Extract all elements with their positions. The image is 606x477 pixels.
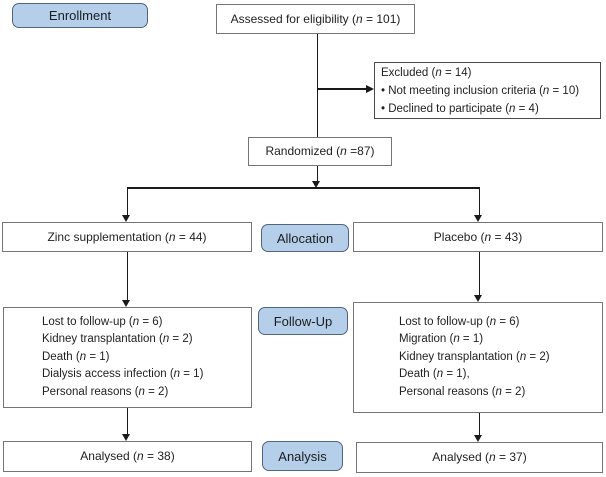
- analysed-left-box: Analysed (n = 38): [3, 441, 252, 472]
- randomized-label: Randomized (n =87): [265, 144, 375, 158]
- connector-zinc-followup: [126, 252, 128, 300]
- assessed-label: Assessed for eligibility (n = 101): [230, 11, 401, 26]
- arrowhead-excluded: [366, 84, 374, 93]
- followup-right-lines: Lost to follow-up (n = 6)Migration (n = …: [399, 315, 550, 398]
- enrollment-stage-badge: Enrollment: [12, 3, 148, 28]
- analysis-stage-label: Analysis: [278, 448, 327, 464]
- excluded-box: Excluded (n = 14)• Not meeting inclusion…: [374, 62, 601, 119]
- allocation-stage-badge: Allocation: [261, 224, 349, 252]
- followup-right-box: Lost to follow-up (n = 6)Migration (n = …: [353, 302, 603, 413]
- followup-left-lines: Lost to follow-up (n = 6)Kidney transpla…: [42, 315, 204, 398]
- arrowhead-zinc: [122, 215, 130, 222]
- followup-stage-label: Follow-Up: [273, 313, 333, 329]
- randomized-box: Randomized (n =87): [248, 137, 392, 166]
- arrowhead-branch-junction: [312, 181, 320, 188]
- connector-excluded: [317, 88, 366, 90]
- connector-followup-analysed-left: [126, 408, 128, 434]
- analysed-right-box: Analysed (n = 37): [356, 442, 603, 473]
- analysed-right-label: Analysed (n = 37): [432, 450, 527, 464]
- connector-branch-placebo: [478, 187, 480, 215]
- analysis-stage-badge: Analysis: [262, 441, 343, 471]
- connector-assessed-randomized: [316, 34, 318, 137]
- excluded-lines: Excluded (n = 14)• Not meeting inclusion…: [381, 66, 580, 115]
- arrowhead-followup-right: [474, 295, 482, 302]
- placebo-label: Placebo (n = 43): [433, 229, 523, 244]
- connector-placebo-followup: [478, 252, 480, 295]
- connector-randomized-branch: [316, 166, 318, 182]
- arrowhead-followup-left: [122, 300, 130, 307]
- followup-stage-badge: Follow-Up: [258, 307, 348, 335]
- arrowhead-analysed-right: [474, 435, 482, 442]
- connector-followup-analysed-right: [478, 413, 480, 435]
- followup-left-box: Lost to follow-up (n = 6)Kidney transpla…: [3, 307, 252, 408]
- enrollment-stage-label: Enrollment: [48, 8, 112, 23]
- connector-branch-horizontal: [127, 187, 480, 189]
- arrowhead-placebo: [474, 215, 482, 222]
- allocation-stage-label: Allocation: [276, 230, 334, 246]
- assessed-box: Assessed for eligibility (n = 101): [216, 4, 415, 34]
- analysed-left-label: Analysed (n = 38): [80, 449, 175, 463]
- zinc-box: Zinc supplementation (n = 44): [2, 222, 252, 252]
- arrowhead-analysed-left: [122, 434, 130, 441]
- zinc-label: Zinc supplementation (n = 44): [47, 229, 207, 244]
- placebo-box: Placebo (n = 43): [353, 222, 603, 252]
- connector-branch-zinc: [126, 187, 128, 215]
